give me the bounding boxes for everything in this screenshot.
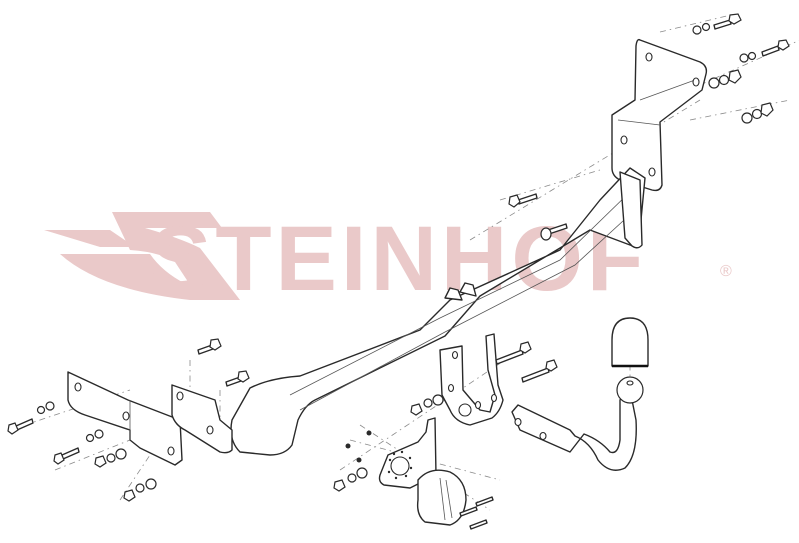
hitch-bolts xyxy=(410,341,558,416)
main-crossbar xyxy=(230,167,646,456)
tow-ball-neck xyxy=(511,376,644,471)
center-hitch-mount-plate xyxy=(439,333,504,426)
steinhof-logo-swoosh-icon xyxy=(44,212,240,300)
left-bracket-fasteners xyxy=(7,401,157,502)
right-mounting-bracket xyxy=(611,38,708,192)
socket-bracket-plate xyxy=(378,417,437,489)
crossbar-bolts xyxy=(197,193,568,387)
electrical-socket xyxy=(416,469,494,530)
socket-fasteners xyxy=(333,430,372,492)
registered-mark: ® xyxy=(720,263,732,280)
watermark-text: STEINHOF xyxy=(150,208,647,310)
left-mounting-bracket xyxy=(67,371,233,466)
right-bracket-fasteners xyxy=(692,13,790,124)
tow-ball-cover-cap xyxy=(611,317,649,368)
